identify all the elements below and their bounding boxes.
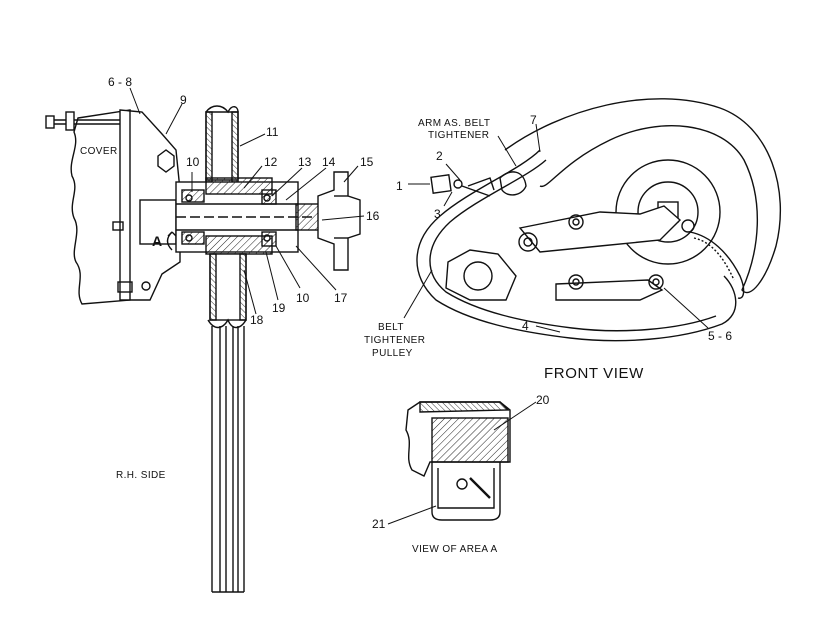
callout-3: 3 xyxy=(434,207,441,221)
callout-numbers: 6 - 8 9 11 12 10 13 14 15 16 17 10 19 18… xyxy=(108,75,732,531)
rh-side-label: R.H. SIDE xyxy=(116,470,166,481)
area-a-detail xyxy=(387,401,537,525)
cover-label: COVER xyxy=(80,146,118,157)
belt-label-line3: PULLEY xyxy=(372,348,413,359)
callout-9: 9 xyxy=(180,93,187,107)
belt-loop xyxy=(416,149,737,342)
callout-11: 11 xyxy=(266,125,279,139)
arm-label-line1: ARM AS. BELT xyxy=(418,118,490,129)
callout-4: 4 xyxy=(522,319,529,333)
callout-10-bottom: 10 xyxy=(296,291,310,305)
side-leaders xyxy=(129,87,365,315)
tightener-arm xyxy=(518,205,682,253)
area-marker: A xyxy=(152,233,162,249)
callout-19: 19 xyxy=(272,301,286,315)
callout-13: 13 xyxy=(298,155,312,169)
front-leaders xyxy=(403,123,709,333)
callout-12: 12 xyxy=(264,155,278,169)
view-area-title: VIEW OF AREA A xyxy=(412,544,498,555)
tension-spring xyxy=(689,231,745,299)
front-view-title: FRONT VIEW xyxy=(544,365,644,382)
callout-1: 1 xyxy=(396,179,403,193)
belt-label-line2: TIGHTENER xyxy=(364,335,425,346)
callout-20: 20 xyxy=(536,393,550,407)
callout-10-top: 10 xyxy=(186,155,200,169)
callout-14: 14 xyxy=(322,155,336,169)
front-view xyxy=(416,98,782,342)
callout-7: 7 xyxy=(530,113,537,127)
callout-18: 18 xyxy=(250,313,264,327)
callout-5-6: 5 - 6 xyxy=(708,329,732,343)
callout-21: 21 xyxy=(372,517,386,531)
callout-15: 15 xyxy=(360,155,374,169)
tightener-pulley xyxy=(445,249,517,301)
pulley-guard xyxy=(504,98,782,294)
area-a-channel xyxy=(431,462,501,521)
drive-belts xyxy=(211,326,245,593)
callout-6-8: 6 - 8 xyxy=(108,75,132,89)
callout-2: 2 xyxy=(436,149,443,163)
belt-label-line1: BELT xyxy=(378,322,404,333)
side-view xyxy=(45,105,361,593)
drive-pulley xyxy=(615,159,721,265)
text-labels: COVER R.H. SIDE ARM AS. BELT TIGHTENER B… xyxy=(80,118,644,555)
callout-16: 16 xyxy=(366,209,380,223)
callout-17: 17 xyxy=(334,291,348,305)
flange xyxy=(317,171,361,271)
arm-label-line2: TIGHTENER xyxy=(428,130,489,141)
cover-outline xyxy=(70,109,131,305)
